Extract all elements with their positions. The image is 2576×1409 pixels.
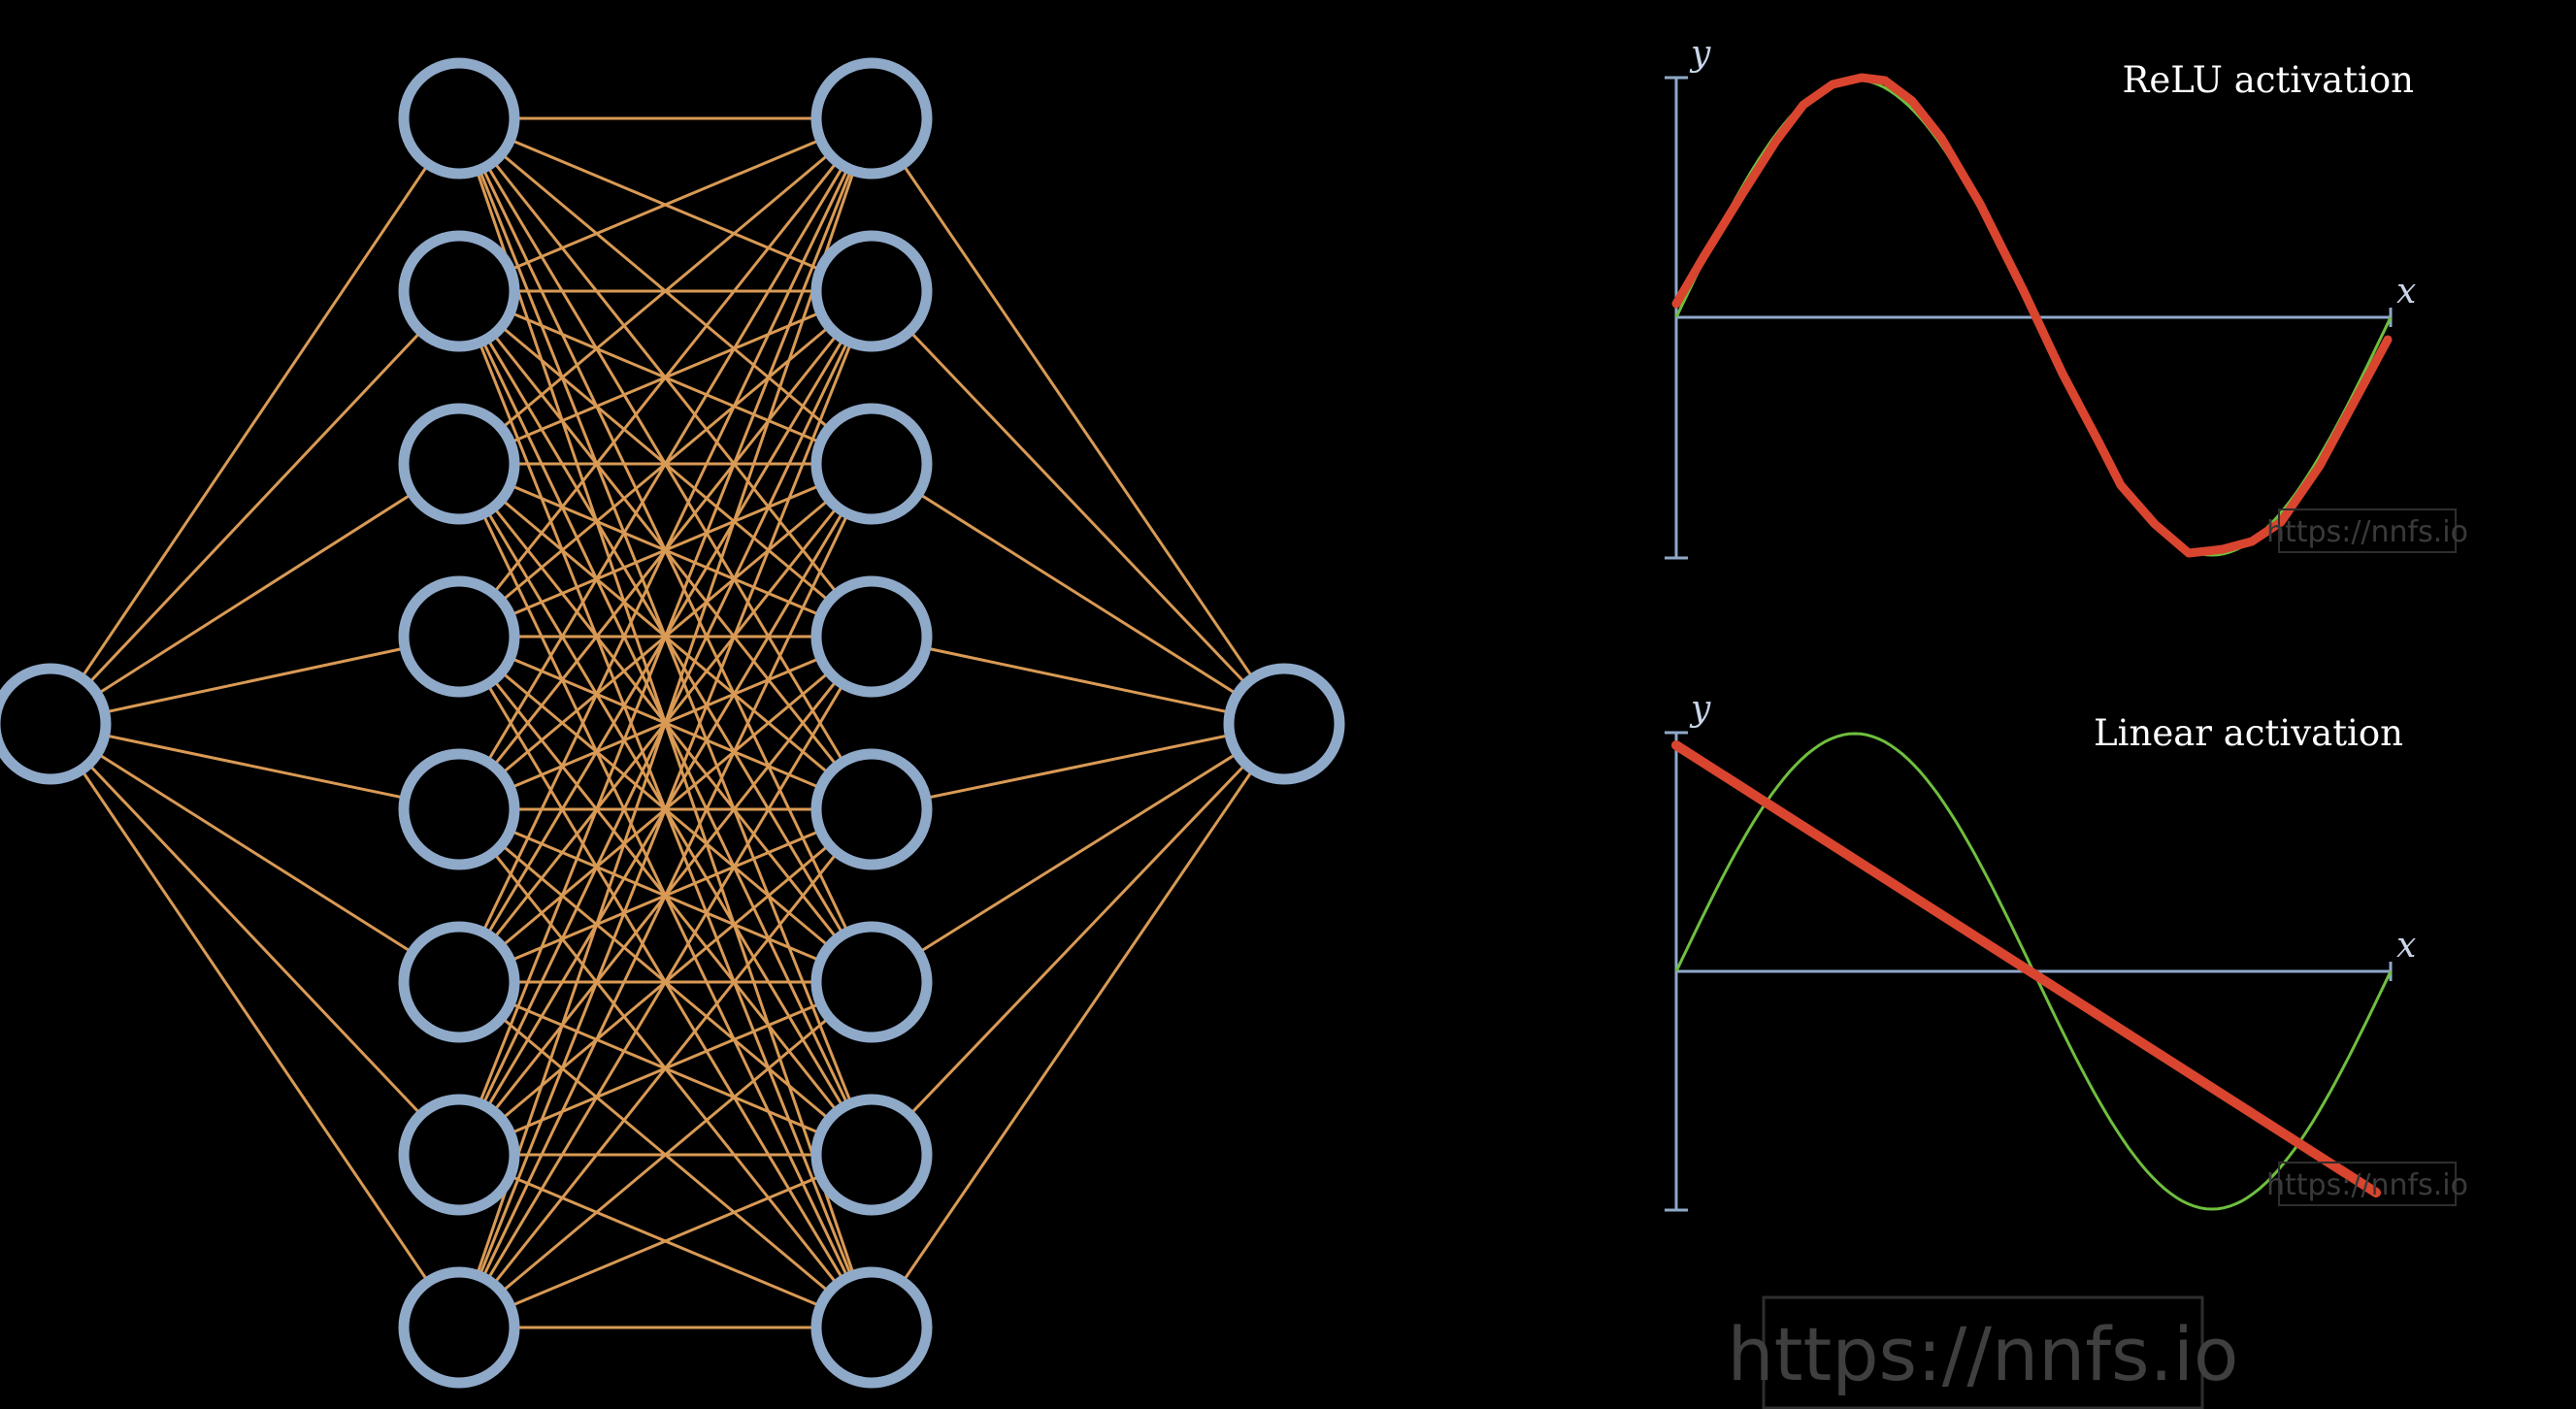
connection-l1-7-6 xyxy=(458,1153,873,1329)
connection-l0-0-7 xyxy=(49,723,461,1328)
relu-y-axis-label: y xyxy=(1689,34,1711,74)
linear-watermark-box xyxy=(2278,1162,2457,1206)
connection-l1-7-1 xyxy=(457,290,874,1328)
connection-l0-0-3 xyxy=(50,635,460,726)
connection-l1-7-4 xyxy=(457,808,874,1328)
neuron-layer1-5 xyxy=(398,921,520,1043)
nnfs-watermark: https://nnfs.io xyxy=(1728,1295,2239,1409)
connection-l2-6-0 xyxy=(870,722,1286,1157)
neuron-layer2-5 xyxy=(810,921,933,1043)
neural-network-diagram xyxy=(0,57,1345,1389)
relu-watermark-box xyxy=(2278,508,2457,553)
neuron-layer3-0 xyxy=(1223,663,1345,785)
connection-l2-3-0 xyxy=(871,635,1285,726)
relu-watermark: https://nnfs.io xyxy=(2266,515,2468,549)
relu-activation-plot: ReLU activation y x https://nnfs.io xyxy=(1665,34,2468,560)
connection-l0-0-4 xyxy=(50,722,460,811)
connection-l1-4-0 xyxy=(457,117,874,810)
connection-l1-2-0 xyxy=(458,116,873,466)
neuron-layer1-2 xyxy=(398,403,520,525)
connection-l1-7-2 xyxy=(457,463,874,1328)
relu-x-axis-label: x xyxy=(2396,272,2416,311)
connection-l2-0-0 xyxy=(870,117,1286,725)
neuron-layer2-0 xyxy=(810,57,933,180)
connection-l1-7-3 xyxy=(457,636,874,1328)
linear-watermark: https://nnfs.io xyxy=(2266,1168,2468,1202)
neuron-layer1-1 xyxy=(398,230,520,352)
neuron-layer1-3 xyxy=(398,575,520,698)
connection-l1-6-0 xyxy=(457,117,874,1156)
neuron-layer1-7 xyxy=(398,1266,520,1389)
neuron-layer2-1 xyxy=(810,230,933,352)
neuron-layer2-6 xyxy=(810,1094,933,1216)
relu-plot-title: ReLU activation xyxy=(2123,59,2415,101)
connection-l2-7-0 xyxy=(870,723,1286,1328)
neuron-layer1-0 xyxy=(398,57,520,180)
neuron-layer2-3 xyxy=(810,575,933,698)
neuron-layer2-4 xyxy=(810,748,933,870)
connection-l0-0-0 xyxy=(49,117,461,725)
network-connections xyxy=(49,116,1286,1329)
linear-fitted-line xyxy=(1671,740,2381,1197)
connection-l1-7-5 xyxy=(458,980,873,1329)
linear-plot-title: Linear activation xyxy=(2094,712,2403,754)
connection-l2-1-0 xyxy=(870,289,1286,726)
linear-y-axis-label: y xyxy=(1689,689,1711,729)
connection-l1-3-0 xyxy=(457,117,874,638)
linear-activation-plot: Linear activation y x https://nnfs.io xyxy=(1665,689,2468,1212)
relu-fitted-curve xyxy=(1671,73,2393,558)
connection-l2-5-0 xyxy=(871,722,1285,984)
connection-l1-5-0 xyxy=(457,117,874,983)
connection-l2-2-0 xyxy=(871,462,1285,726)
connection-l1-7-0 xyxy=(457,117,874,1328)
neuron-layer1-4 xyxy=(398,748,520,870)
neuron-layer2-2 xyxy=(810,403,933,525)
neuron-layer1-6 xyxy=(398,1094,520,1216)
connection-l2-4-0 xyxy=(871,722,1285,811)
linear-x-axis-label: x xyxy=(2396,926,2416,966)
connection-l0-0-6 xyxy=(49,722,461,1157)
connection-l0-0-1 xyxy=(49,289,461,726)
neuron-layer0-0 xyxy=(0,663,112,785)
watermark-text: https://nnfs.io xyxy=(1728,1311,2239,1397)
connection-l0-0-5 xyxy=(50,722,460,984)
connection-l0-0-2 xyxy=(50,462,460,726)
network-neurons xyxy=(0,57,1345,1389)
neuron-layer2-7 xyxy=(810,1266,933,1389)
connection-l1-1-0 xyxy=(458,116,873,293)
watermark-box xyxy=(1762,1295,2204,1409)
